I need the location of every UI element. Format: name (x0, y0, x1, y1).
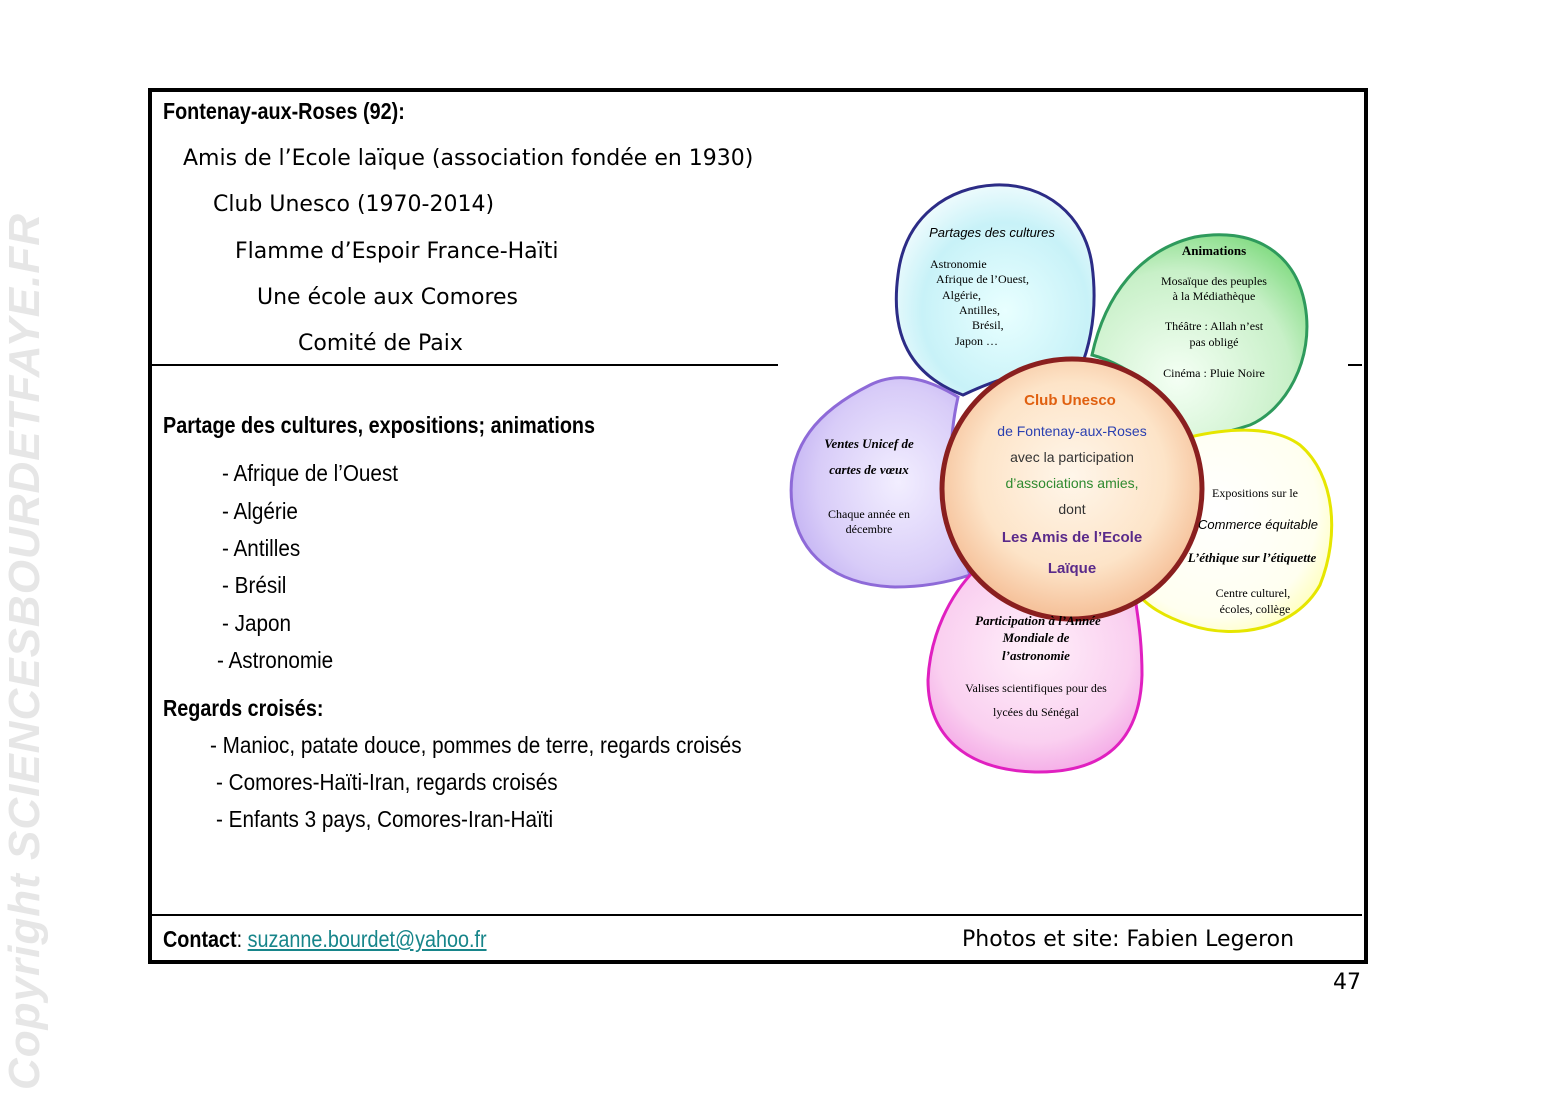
petal-bottom-title: Mondiale de (1002, 630, 1070, 645)
petal-right-bottom-line: Centre culturel, (1216, 586, 1291, 600)
copyright-watermark: Copyright SCIENCESBOURDETFAYE.FR (0, 212, 49, 1090)
list-item: - Japon (222, 610, 292, 636)
petal-bottom-title: Participation à l’Année (975, 613, 1101, 628)
header-divider-right (1348, 364, 1362, 366)
list-item: - Enfants 3 pays, Comores-Iran-Haïti (216, 806, 554, 832)
petal-top-line: Brésil, (972, 318, 1004, 332)
petal-bottom-line: lycées du Sénégal (993, 705, 1080, 719)
petal-right-top-title: Animations (1182, 243, 1246, 258)
slide-frame (148, 88, 1368, 964)
petal-right-bottom-line: Expositions sur le (1212, 486, 1298, 500)
center-line: avec la participation (1010, 449, 1134, 465)
petal-top-line: Afrique de l’Ouest, (936, 272, 1029, 286)
petal-right-bottom-title: Commerce équitable (1198, 517, 1318, 532)
petal-top-line: Algérie, (942, 288, 981, 302)
header-line-flamme: Flamme d’Espoir France-Haïti (235, 239, 559, 264)
list-item: - Antilles (222, 535, 301, 561)
petal-right-top-line: Mosaïque des peuples (1161, 274, 1267, 288)
photo-credits: Photos et site: Fabien Legeron (962, 927, 1295, 952)
center-title: Club Unesco (1024, 392, 1116, 409)
flower-diagram: Club Unesco de Fontenay-aux-Roses avec l… (789, 183, 1334, 774)
petal-right-bottom-line: écoles, collège (1220, 602, 1291, 616)
list-item: - Afrique de l’Ouest (222, 460, 399, 486)
center-line: d’associations amies, (1005, 475, 1138, 491)
center-circle (939, 356, 1205, 622)
header-divider (150, 364, 778, 366)
petal-left-line: décembre (846, 522, 893, 536)
list-item: - Astronomie (217, 647, 334, 673)
petal-right-top-line: pas obligé (1190, 335, 1239, 349)
list-item: - Brésil (222, 572, 287, 598)
petal-left-title: cartes de vœux (829, 462, 909, 477)
header-line-club: Club Unesco (1970-2014) (213, 192, 495, 217)
petal-bottom-title: l’astronomie (1002, 648, 1070, 663)
header-title: Fontenay-aux-Roses (92): (163, 98, 405, 124)
petal-bottom-line: Valises scientifiques pour des (965, 681, 1107, 695)
petal-left-title: Ventes Unicef de (824, 436, 914, 451)
page-number: 47 (1333, 970, 1361, 995)
footer-divider (150, 914, 1362, 916)
list-item: - Manioc, patate douce, pommes de terre,… (210, 732, 742, 758)
contact-line: Contact: suzanne.bourdet@yahoo.fr (163, 926, 487, 953)
header-line-amis: Amis de l’Ecole laïque (association fond… (183, 146, 754, 171)
petal-right-top-line: Cinéma : Pluie Noire (1163, 366, 1265, 380)
contact-label: Contact (163, 926, 237, 952)
petal-top-line: Antilles, (959, 303, 1000, 317)
contact-separator: : (236, 926, 243, 952)
petal-right-top-line: à la Médiathèque (1173, 289, 1256, 303)
petal-top-title: Partages des cultures (929, 225, 1055, 240)
center-line: de Fontenay-aux-Roses (997, 423, 1146, 439)
header-line-comores: Une école aux Comores (257, 285, 519, 310)
petal-top-line: Japon … (955, 334, 998, 348)
petal-right-bottom-title: L’éthique sur l’étiquette (1187, 550, 1317, 565)
list-item: - Algérie (222, 498, 298, 524)
section-cultures-title: Partage des cultures, expositions; anima… (163, 412, 595, 438)
list-item: - Comores-Haïti-Iran, regards croisés (216, 769, 558, 795)
contact-email-link[interactable]: suzanne.bourdet@yahoo.fr (247, 926, 487, 952)
section-regards-title: Regards croisés: (163, 695, 324, 721)
petal-right-top-line: Théâtre : Allah n’est (1165, 319, 1264, 333)
petal-left-line: Chaque année en (828, 507, 910, 521)
center-subtitle: Les Amis de l’Ecole (1002, 529, 1142, 546)
center-line: dont (1058, 501, 1085, 517)
header-line-paix: Comité de Paix (298, 331, 463, 356)
center-subtitle: Laïque (1048, 560, 1096, 577)
petal-top-line: Astronomie (930, 257, 987, 271)
